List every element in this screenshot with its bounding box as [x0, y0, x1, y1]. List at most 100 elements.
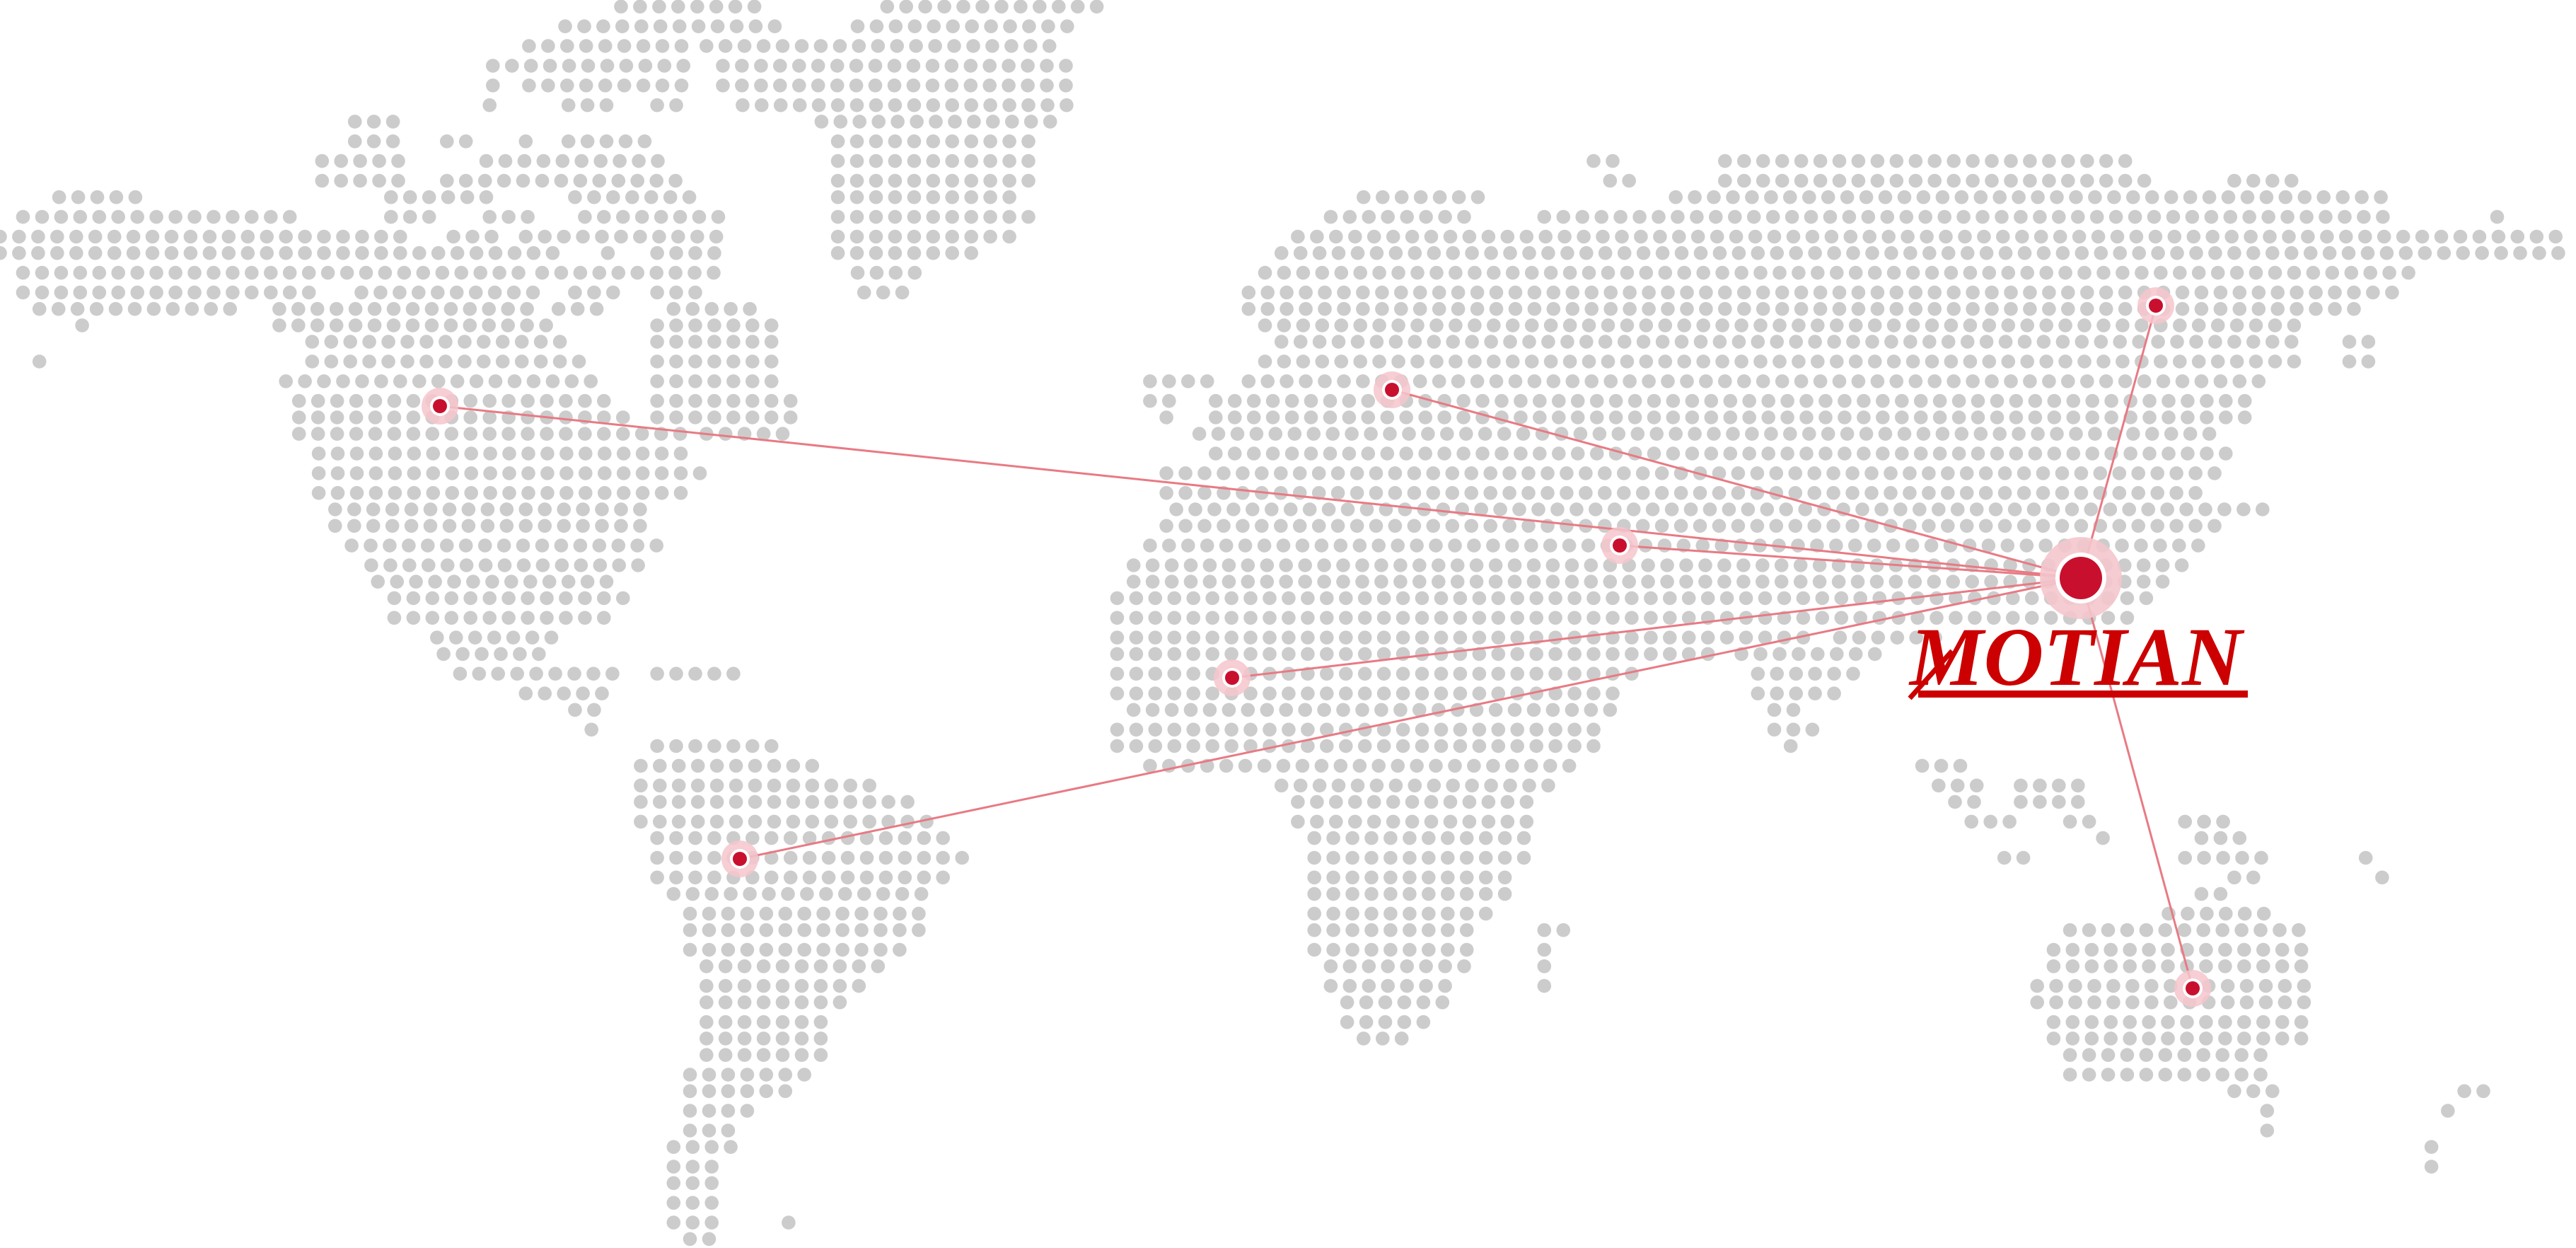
land-dot: [1359, 1015, 1374, 1029]
land-dot: [1951, 446, 1966, 461]
land-dot: [983, 173, 997, 188]
land-dot: [2019, 538, 2034, 553]
land-dot: [555, 558, 569, 572]
land-dot: [2316, 190, 2331, 204]
land-dot: [2103, 502, 2118, 516]
land-dot: [1491, 591, 1506, 606]
land-dot: [1186, 739, 1200, 753]
land-dot: [1441, 923, 1455, 937]
land-dot: [1468, 318, 1482, 333]
land-dot: [368, 393, 383, 408]
land-dot: [1282, 611, 1296, 625]
land-dot: [1827, 686, 1841, 700]
land-dot: [1623, 374, 1637, 388]
land-dot: [2047, 393, 2062, 408]
land-dot: [650, 666, 664, 681]
land-dot: [1186, 591, 1200, 606]
land-dot: [2196, 923, 2210, 937]
land-dot: [1219, 538, 1234, 553]
land-dot: [1712, 245, 1727, 260]
land-dot: [1767, 722, 1782, 737]
land-dot: [745, 354, 760, 369]
land-dot: [592, 173, 607, 188]
land-dot: [1796, 630, 1811, 645]
land-dot: [1959, 519, 1974, 533]
land-dot: [1548, 686, 1562, 700]
land-dot: [1364, 886, 1379, 901]
land-dot: [1033, 0, 1047, 14]
land-dot: [1197, 466, 1212, 480]
land-dot: [1978, 466, 1993, 480]
land-dot: [557, 502, 571, 516]
land-dot: [16, 285, 30, 300]
land-dot: [1715, 354, 1729, 369]
land-dot: [2294, 1032, 2309, 1046]
land-dot: [2167, 229, 2182, 244]
land-dot: [1459, 850, 1474, 865]
land-dot: [1521, 519, 1536, 533]
land-dot: [1586, 647, 1601, 661]
land-dot: [1832, 301, 1847, 316]
land-dot: [486, 79, 500, 93]
land-dot: [1320, 647, 1334, 661]
land-dot: [1453, 647, 1468, 661]
land-dot: [521, 393, 535, 408]
land-dot: [364, 538, 378, 553]
land-dot: [1021, 173, 1035, 188]
land-dot: [2265, 1084, 2280, 1099]
land-dot: [2116, 265, 2130, 280]
land-dot: [1736, 558, 1751, 572]
land-dot: [1475, 446, 1490, 461]
land-dot: [663, 190, 678, 204]
land-dot: [2088, 427, 2102, 441]
land-dot: [2129, 229, 2144, 244]
land-dot: [1445, 466, 1460, 480]
land-dot: [1606, 611, 1620, 625]
land-dot: [1780, 446, 1794, 461]
land-dot: [1913, 446, 1928, 461]
land-dot: [1376, 1032, 1390, 1046]
land-dot: [2234, 1048, 2249, 1062]
land-dot: [878, 870, 893, 885]
land-dot: [1326, 886, 1340, 901]
land-dot: [1932, 502, 1946, 516]
land-dot: [2069, 427, 2083, 441]
land-dot: [1690, 209, 1704, 224]
land-dot: [1186, 722, 1200, 737]
land-dot: [1383, 870, 1398, 885]
land-dot: [2297, 978, 2311, 993]
land-dot: [421, 538, 435, 553]
land-dot: [702, 1084, 716, 1099]
land-dot: [2374, 190, 2388, 204]
land-dot: [1255, 519, 1269, 533]
land-dot: [1963, 318, 1978, 333]
land-dot: [1826, 486, 1840, 500]
land-dot: [887, 79, 902, 93]
land-dot: [579, 446, 593, 461]
land-dot: [778, 923, 793, 937]
land-dot: [1905, 318, 1920, 333]
land-dot: [1584, 301, 1599, 316]
land-dot: [2200, 393, 2214, 408]
land-dot: [1260, 301, 1275, 316]
land-dot: [654, 466, 669, 480]
land-dot: [1388, 486, 1403, 500]
land-dot: [463, 591, 477, 606]
land-dot: [707, 739, 721, 753]
land-dot: [522, 39, 536, 53]
land-dot: [264, 285, 278, 300]
land-dot: [1443, 814, 1458, 829]
land-dot: [2055, 335, 2070, 349]
land-dot: [1704, 393, 1719, 408]
land-dot: [1830, 647, 1844, 661]
land-dot: [850, 265, 865, 280]
land-dot: [525, 630, 540, 645]
land-dot: [2099, 173, 2113, 188]
land-dot: [2125, 978, 2140, 993]
land-dot: [1770, 666, 1784, 681]
route-line-north-america: [439, 405, 2082, 579]
land-dot: [1533, 393, 1547, 408]
land-dot: [2434, 229, 2449, 244]
land-dot: [545, 374, 560, 388]
land-dot: [1843, 229, 1858, 244]
